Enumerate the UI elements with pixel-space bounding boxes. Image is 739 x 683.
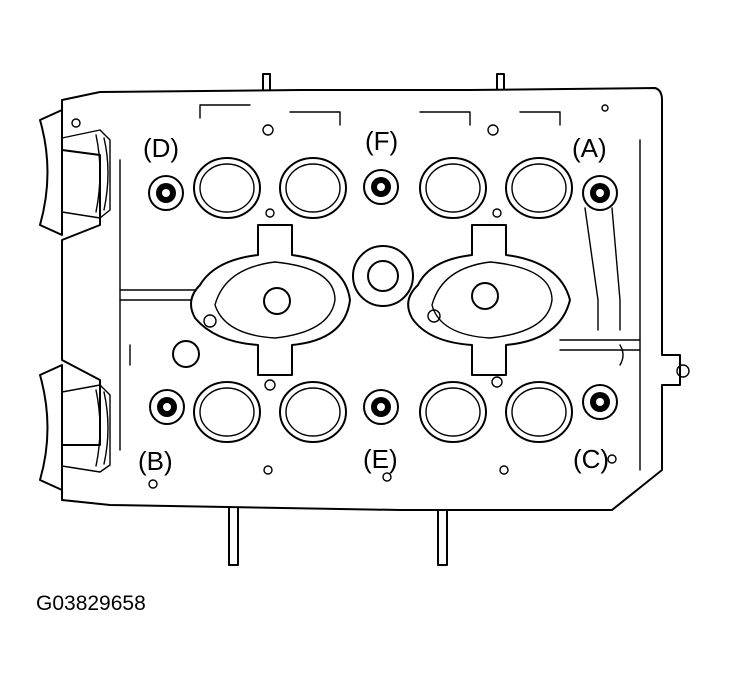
valve-ports-bottom [193, 381, 573, 443]
center-bore [352, 245, 414, 307]
bolt-a [582, 175, 618, 211]
camshaft-journals-left [39, 109, 111, 491]
bolt-e [363, 389, 399, 425]
combustion-chamber-right [407, 224, 571, 376]
combustion-chamber-left [172, 224, 351, 376]
label-b: (B) [138, 446, 173, 476]
label-a: (A) [572, 133, 607, 163]
valve-ports-top [193, 157, 573, 219]
label-f: (F) [365, 126, 398, 156]
bolt-b [149, 389, 185, 425]
label-c: (C) [573, 444, 609, 474]
locating-holes [71, 104, 617, 489]
ear-hole [676, 364, 690, 378]
head-bolts [148, 169, 618, 425]
label-e: (E) [363, 444, 398, 474]
label-d: (D) [143, 133, 179, 163]
bolt-f [363, 169, 399, 205]
interior-ribs [119, 104, 641, 471]
figure-code: G03829658 [36, 592, 146, 615]
bolt-c [582, 384, 618, 420]
bolt-d [148, 175, 184, 211]
